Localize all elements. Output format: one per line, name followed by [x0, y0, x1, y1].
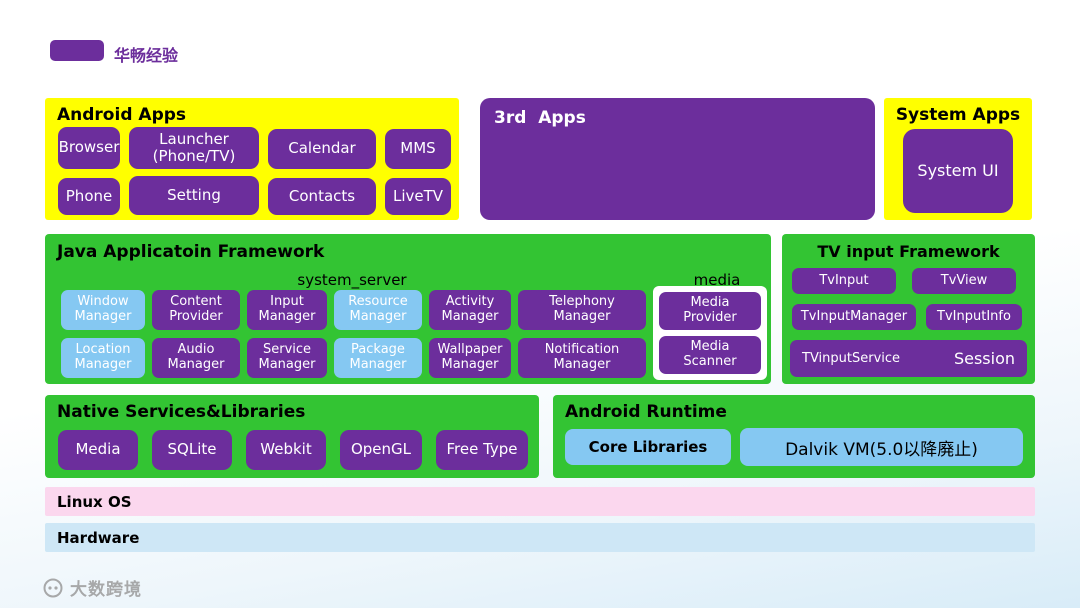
tv-node-tvinputmanager: TvInputManager — [792, 304, 916, 330]
fw-node-content-provider: Content Provider — [152, 290, 240, 330]
tv-framework-row2: TvInputManager TvInputInfo — [792, 304, 1022, 330]
tv-framework-row1: TvInput TvView — [792, 268, 1016, 294]
app-node-mms: MMS — [385, 129, 451, 169]
tv-framework-title: TV input Framework — [817, 242, 1000, 261]
fw-node-location-manager: Location Manager — [61, 338, 145, 378]
fw-node-wallpaper-manager: Wallpaper Manager — [429, 338, 511, 378]
watermark: 大数跨境 — [42, 575, 142, 600]
app-node-launcher: Launcher (Phone/TV) — [129, 127, 259, 169]
tv-node-tvinputservice: TVinputService — [802, 351, 901, 366]
app-node-phone: Phone — [58, 178, 120, 215]
app-node-calendar: Calendar — [268, 129, 376, 169]
fw-node-window-manager: Window Manager — [61, 290, 145, 330]
app-node-livetv: LiveTV — [385, 178, 451, 215]
third-apps-box: 3rd Apps — [480, 98, 875, 220]
watermark-text: 大数跨境 — [70, 580, 142, 600]
tv-framework-box: TV input Framework TvInput TvView TvInpu… — [782, 234, 1035, 384]
app-node-system-ui: System UI — [903, 129, 1013, 213]
fw-node-media-provider: Media Provider — [659, 292, 761, 330]
system-server-group-label: system_server — [297, 271, 407, 289]
app-node-browser: Browser — [58, 127, 120, 169]
lib-node-freetype: Free Type — [436, 430, 528, 470]
tv-node-session: Session — [953, 349, 1015, 368]
lib-node-webkit: Webkit — [246, 430, 326, 470]
tv-framework-row3: TVinputService Session — [790, 340, 1027, 377]
android-runtime-box: Android Runtime Core Libraries Dalvik VM… — [553, 395, 1035, 478]
brand-logo-text: 华畅经验 — [114, 46, 179, 65]
lib-node-media: Media — [58, 430, 138, 470]
watermark-logo-icon — [42, 577, 64, 599]
fw-node-resource-manager: Resource Manager — [334, 290, 422, 330]
native-libs-box: Native Services&Libraries Media SQLite W… — [45, 395, 539, 478]
system-apps-title: System Apps — [895, 105, 1021, 125]
android-apps-box: Android Apps Browser Launcher (Phone/TV)… — [45, 98, 459, 220]
native-libs-title: Native Services&Libraries — [57, 402, 306, 422]
fw-node-media-scanner: Media Scanner — [659, 336, 761, 374]
fw-node-package-manager: Package Manager — [334, 338, 422, 378]
tv-node-tvview: TvView — [912, 268, 1016, 294]
java-framework-title: Java Applicatoin Framework — [57, 242, 325, 262]
linux-os-layer: Linux OS — [45, 487, 1035, 516]
fw-node-notification-manager: Notification Manager — [518, 338, 646, 378]
fw-node-input-manager: Input Manager — [247, 290, 327, 330]
lib-node-sqlite: SQLite — [152, 430, 232, 470]
runtime-node-dalvik-vm: Dalvik VM(5.0以降廃止) — [740, 428, 1023, 466]
media-group-label: media — [693, 271, 741, 289]
third-apps-title: 3rd Apps — [494, 108, 586, 128]
system-apps-box: System Apps System UI — [884, 98, 1032, 220]
tv-node-tvinputinfo: TvInputInfo — [926, 304, 1022, 330]
java-framework-row1: Window Manager Content Provider Input Ma… — [61, 290, 646, 330]
java-framework-box: Java Applicatoin Framework system_server… — [45, 234, 771, 384]
runtime-node-core-libraries: Core Libraries — [565, 429, 731, 465]
android-apps-title: Android Apps — [57, 105, 187, 125]
java-framework-row2: Location Manager Audio Manager Service M… — [61, 338, 646, 378]
fw-node-telephony-manager: Telephony Manager — [518, 290, 646, 330]
native-libs-row: Media SQLite Webkit OpenGL Free Type — [58, 430, 528, 470]
hardware-layer: Hardware — [45, 523, 1035, 552]
fw-node-activity-manager: Activity Manager — [429, 290, 511, 330]
android-apps-row2: Phone Setting Contacts LiveTV — [58, 176, 451, 215]
app-node-setting: Setting — [129, 176, 259, 215]
fw-node-service-manager: Service Manager — [247, 338, 327, 378]
fw-node-audio-manager: Audio Manager — [152, 338, 240, 378]
brand-logo-chip — [50, 40, 104, 61]
tv-node-tvinput: TvInput — [792, 268, 896, 294]
android-apps-row1: Browser Launcher (Phone/TV) Calendar MMS — [58, 127, 451, 169]
android-runtime-title: Android Runtime — [565, 402, 727, 422]
lib-node-opengl: OpenGL — [340, 430, 422, 470]
media-group-box: Media Provider Media Scanner — [653, 286, 767, 380]
app-node-contacts: Contacts — [268, 178, 376, 215]
